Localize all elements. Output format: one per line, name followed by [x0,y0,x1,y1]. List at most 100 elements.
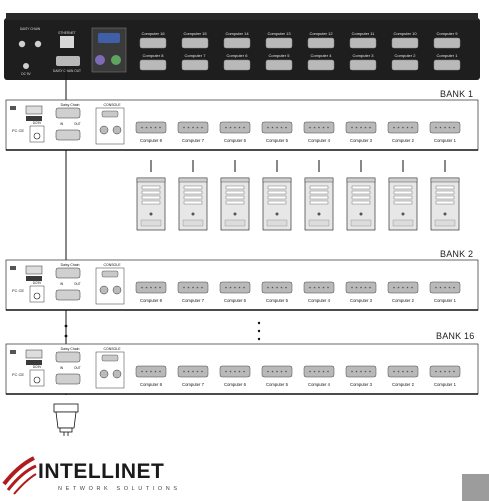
computer-tower-icon [220,177,250,231]
computer-port-label: Computer 7 [182,138,205,143]
db15-port-icon [223,59,251,71]
fc-ce-label: FC CE [12,128,24,133]
ps2-keyboard-icon [99,369,109,379]
ps2-mouse-icon [112,369,122,379]
page-corner-tab [462,474,489,501]
computer-port-label: Computer 4 [308,382,331,387]
bank-label-2: BANK 2 [440,249,474,259]
kvm-switch-rear: Computer 16 Computer 15 Computer 14 Compute… [4,13,480,80]
computer-port-label: Computer 1 [434,298,457,303]
dc-label: DC9V [33,365,42,369]
console-label: CONSOLE [103,263,121,267]
front-port-label: Computer 12 [309,31,333,36]
vga-port-icon [101,110,119,118]
db15-port-icon [181,59,209,71]
in-label: IN [60,282,64,286]
console-label: CONSOLE [103,103,121,107]
ethernet-port-icon [60,36,74,48]
front-port-label: Computer 8 [143,53,165,58]
dc-label: DC9V [33,281,42,285]
front-port-label: Computer 16 [141,31,165,36]
db15-port-icon [139,59,167,71]
ps2-mouse-icon [112,285,122,295]
ps2-keyboard-icon [99,285,109,295]
computer-port-label: Computer 6 [224,382,247,387]
db15-port-icon [181,37,209,49]
computer-port-label: Computer 7 [182,382,205,387]
daisy-chain-label: Daisy Chain [61,103,80,107]
ps2-keyboard-icon [99,125,109,135]
daisy-chain-label: Daisy Chain [61,263,80,267]
front-port-label: Computer 4 [311,53,333,58]
computer-tower-icon [136,177,166,231]
db15-port-icon [139,37,167,49]
computer-port-label: Computer 5 [266,138,289,143]
computer-port-label: Computer 8 [140,138,163,143]
computer-port-label: Computer 4 [308,138,331,143]
computer-tower-icon [262,177,292,231]
computer-port-label: Computer 1 [434,382,457,387]
daisy-out-label: DAISY CHAIN OUT [53,69,81,73]
out-label: OUT [74,282,81,286]
computer-port-label: Computer 1 [434,138,457,143]
fc-ce-label: FC CE [12,372,24,377]
front-port-label: Computer 10 [393,31,417,36]
front-port-label: Computer 14 [225,31,249,36]
db15-port-icon [433,59,461,71]
jack-icon [18,40,26,48]
power-jack-icon [33,292,41,300]
computer-tower-icon [388,177,418,231]
brand-name: INTELLINET [38,460,165,483]
front-port-label: Computer 2 [395,53,417,58]
computer-port-label: Computer 3 [350,298,373,303]
front-port-group: Computer 16 Computer 15 Computer 14 Compute… [139,31,461,71]
computer-port-label: Computer 8 [140,298,163,303]
db15-port-icon [223,37,251,49]
vga-terminator-icon [53,403,79,436]
in-label: IN [60,366,64,370]
daisy-chain-out-icon [56,56,80,66]
vga-port-icon [101,270,119,278]
intellinet-logo-icon [2,456,37,495]
daisy-out-port-icon [55,129,81,141]
front-port-label: Computer 1 [437,53,459,58]
console-block [91,27,127,73]
computer-port-label: Computer 6 [224,298,247,303]
computer-port-label: Computer 4 [308,298,331,303]
db15-port-icon [433,37,461,49]
db15-port-icon [349,37,377,49]
dc-label: DC 9V [21,72,31,76]
computer-tower-icon [346,177,376,231]
computer-port-label: Computer 5 [266,298,289,303]
ps2-keyboard-icon [95,55,105,65]
daisy-chain-label: DAISY CHAIN [20,27,41,31]
front-port-label: Computer 13 [267,31,291,36]
daisy-in-port-icon [55,351,81,363]
jack-icon [34,40,42,48]
computer-port-label: Computer 2 [392,298,415,303]
db15-port-icon [391,59,419,71]
daisy-in-port-icon [55,107,81,119]
computer-port-label: Computer 7 [182,298,205,303]
in-label: IN [60,122,64,126]
computer-port-label: Computer 3 [350,382,373,387]
out-label: OUT [74,366,81,370]
bank-label-16: BANK 16 [436,331,475,341]
front-port-label: Computer 6 [227,53,249,58]
console-label: CONSOLE [103,347,121,351]
chassis-top [6,13,478,20]
dc-jack-icon [23,63,29,69]
computer-port-label: Computer 2 [392,138,415,143]
bank-label-1: BANK 1 [440,89,474,99]
front-port-label: Computer 15 [183,31,207,36]
computer-port-label: Computer 2 [392,382,415,387]
vga-port-icon [101,354,119,362]
computer-towers [136,160,460,231]
db15-port-icon [391,37,419,49]
computer-port-label: Computer 8 [140,382,163,387]
computer-tower-icon [178,177,208,231]
db15-port-icon [307,59,335,71]
